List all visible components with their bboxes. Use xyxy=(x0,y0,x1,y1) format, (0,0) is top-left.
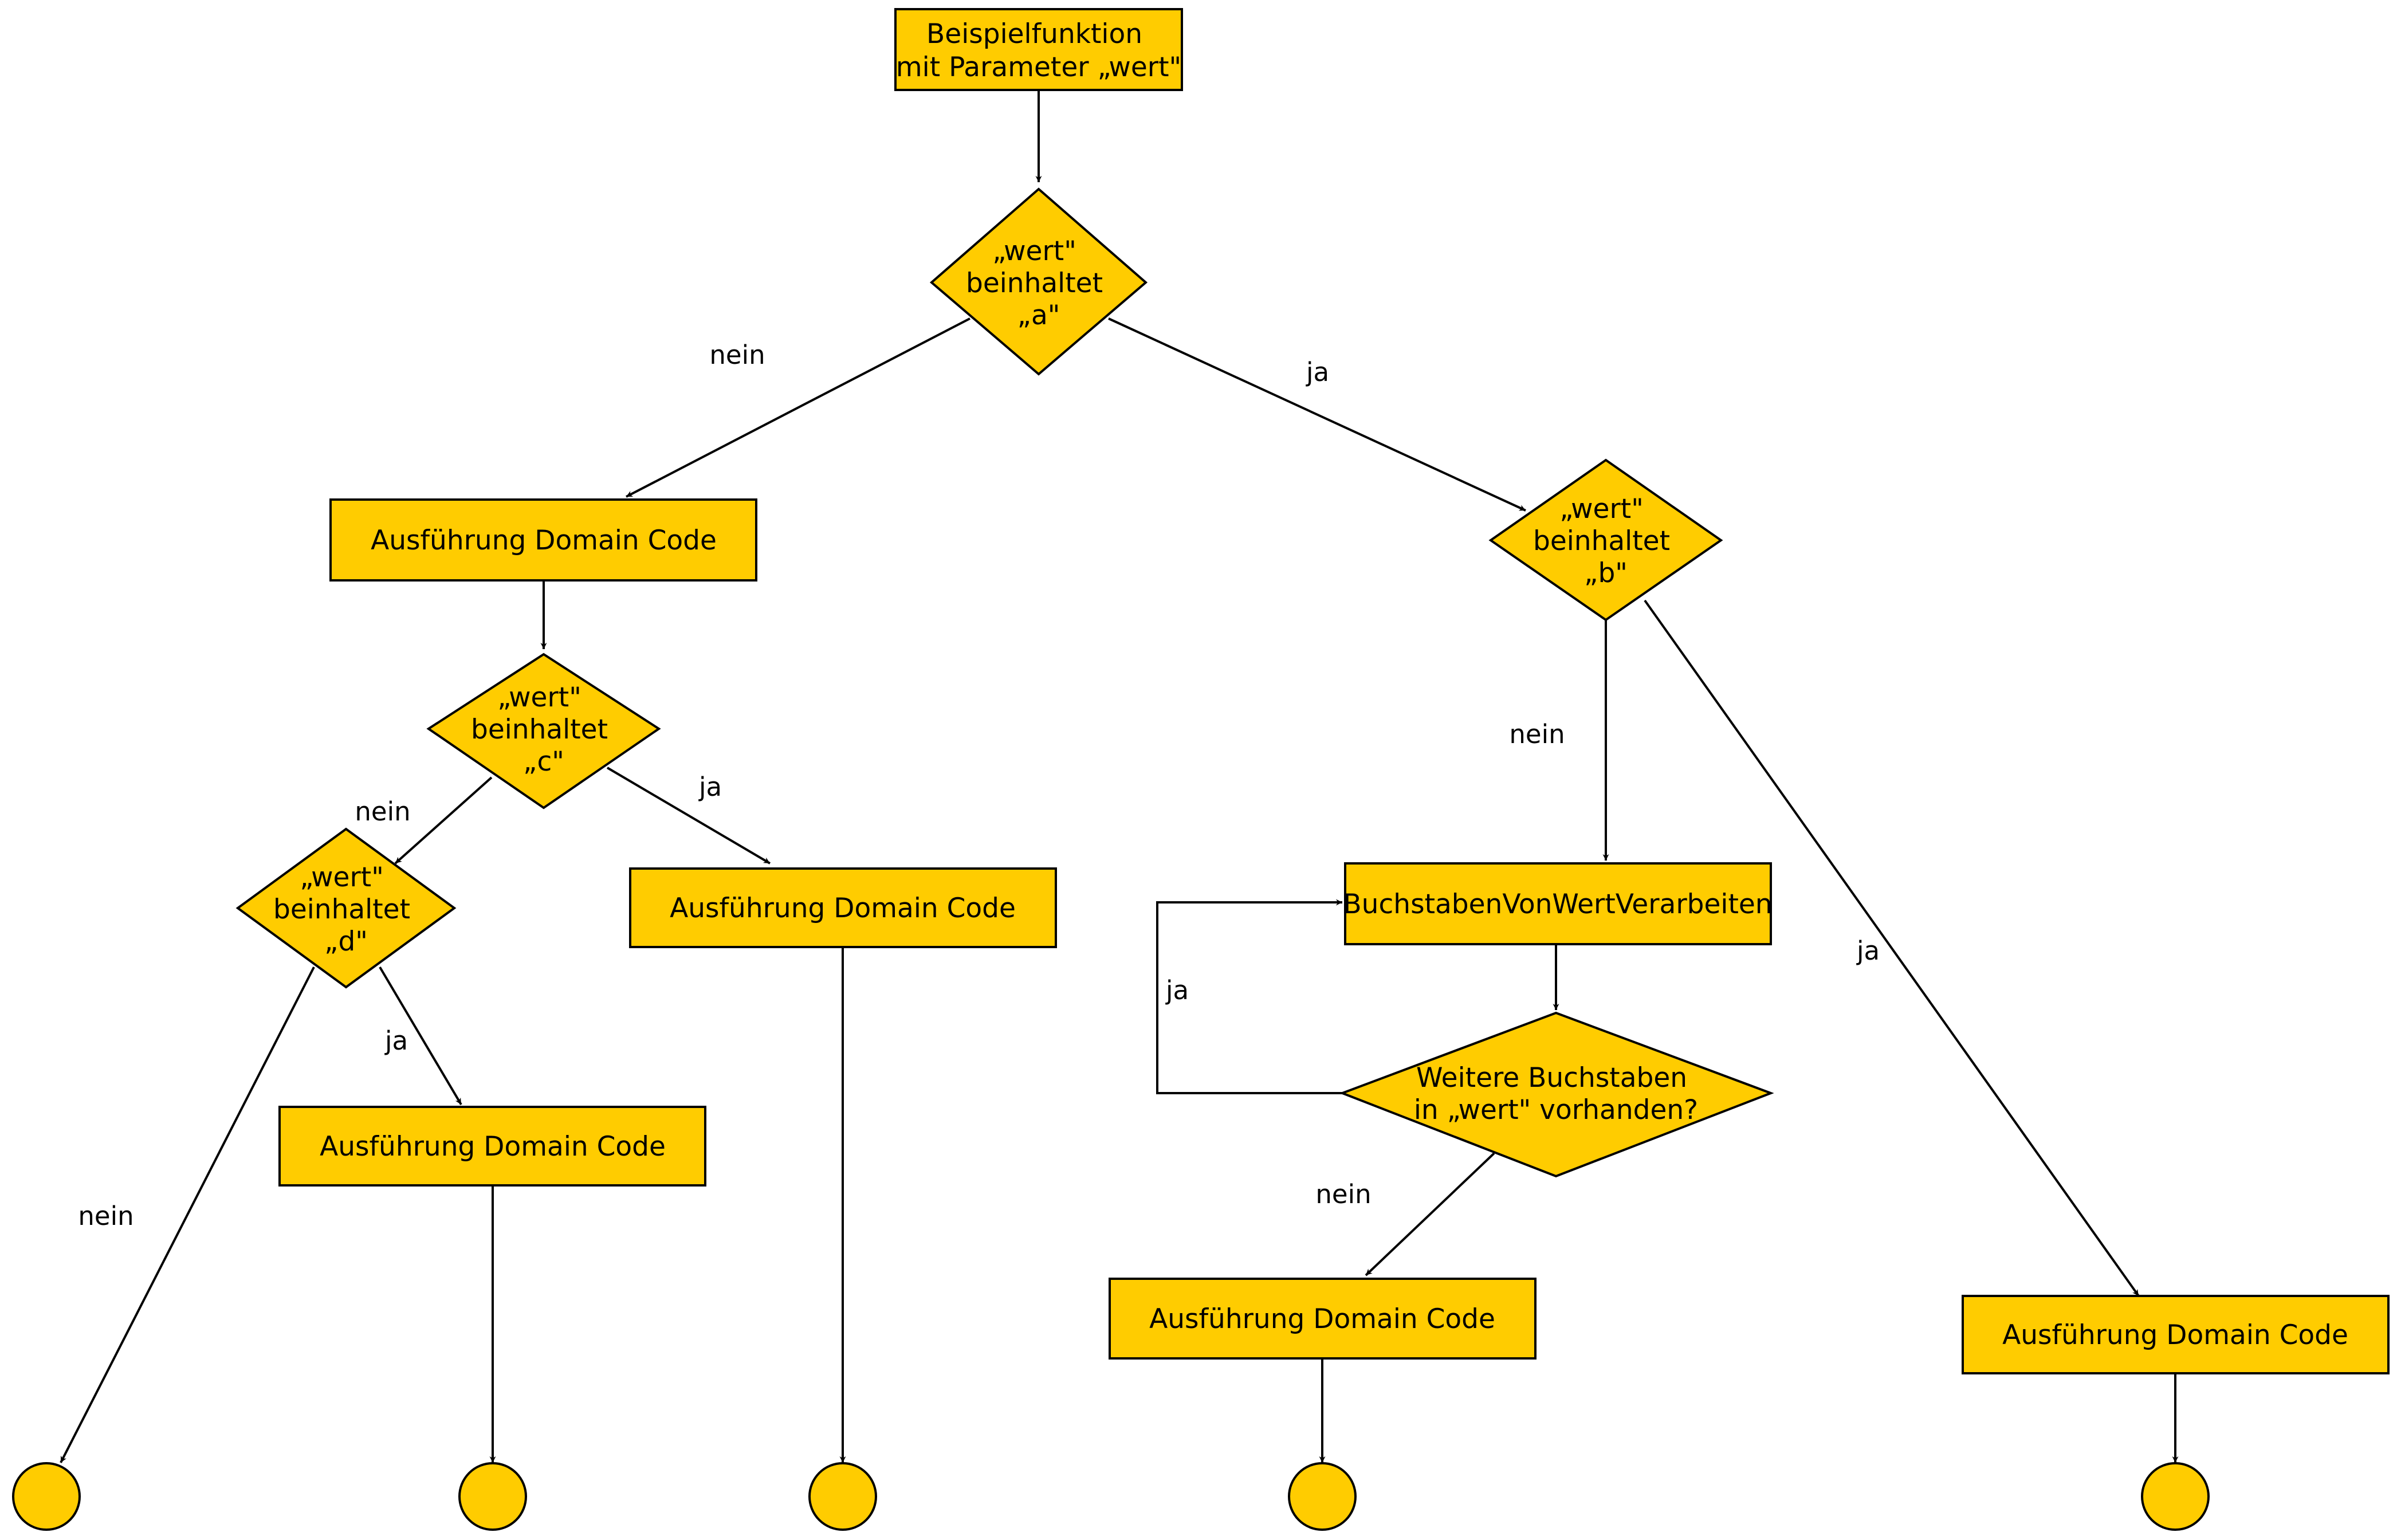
decision-a-line-3: „a" xyxy=(1017,300,1060,331)
decision-d-line-3: „d" xyxy=(324,926,368,957)
end-circle-3 xyxy=(808,1462,877,1531)
decision-c-line-1: „wert" xyxy=(497,682,581,713)
end-circle-4 xyxy=(1288,1462,1357,1531)
decision-more-line-1: Weitere Buchstaben xyxy=(1416,1062,1687,1094)
edge-label-d-nein: nein xyxy=(78,1201,133,1231)
end-circle-1 xyxy=(12,1462,81,1531)
edge-label-b-nein: nein xyxy=(1509,719,1565,749)
domain-code-1-label: Ausführung Domain Code xyxy=(371,525,717,556)
domain-code-4-label: Ausführung Domain Code xyxy=(320,1131,666,1162)
domain-code-box-1: Ausführung Domain Code xyxy=(329,498,757,582)
edge-d-nein xyxy=(60,967,315,1463)
domain-code-box-5: Ausführung Domain Code xyxy=(1109,1278,1537,1360)
decision-more-line-2: in „wert" vorhanden? xyxy=(1414,1094,1698,1126)
edge-labels: nein ja nein ja nein ja nein ja ja nein xyxy=(78,340,1880,1231)
start-box: Beispielfunktion mit Parameter „wert" xyxy=(894,8,1183,91)
edges xyxy=(60,91,2179,1463)
decision-b-line-3: „b" xyxy=(1584,557,1628,589)
edge-c-ja xyxy=(606,767,771,865)
edge-c-nein xyxy=(394,776,493,865)
decision-contains-d: „wert" beinhaltet „d" xyxy=(235,827,457,989)
process-buchstaben-label: BuchstabenVonWertVerarbeiten xyxy=(1343,889,1772,920)
decision-contains-a: „wert" beinhaltet „a" xyxy=(929,187,1148,376)
decision-b-line-1: „wert" xyxy=(1559,493,1644,525)
svg-text:Beispielfunktion mit Par: Beispielfunktion mit Parameter „wert" xyxy=(896,18,1181,83)
process-buchstaben-box: BuchstabenVonWertVerarbeiten xyxy=(1343,862,1773,945)
decision-contains-c: „wert" beinhaltet „c" xyxy=(426,653,661,810)
edge-label-c-ja: ja xyxy=(698,772,722,802)
edge-label-b-ja: ja xyxy=(1856,936,1880,966)
svg-text:„wert" beinhaltet: „wert" beinhaltet „b" xyxy=(1533,493,1679,589)
edge-label-a-ja: ja xyxy=(1306,357,1329,387)
decision-more-letters: Weitere Buchstaben in „wert" vorhanden? xyxy=(1339,1011,1774,1178)
end-circle-5 xyxy=(2141,1462,2210,1531)
edge-a-nein xyxy=(626,317,970,498)
decision-a-line-2: beinhaltet xyxy=(966,268,1103,299)
decision-b-line-2: beinhaltet xyxy=(1533,525,1670,557)
end-circle-2 xyxy=(458,1462,527,1531)
edge-more-nein xyxy=(1365,1152,1495,1276)
edge-more-ja-loop xyxy=(1156,899,1342,1094)
edge-d-ja xyxy=(379,966,462,1106)
decision-contains-b: „wert" beinhaltet „b" xyxy=(1488,458,1723,622)
svg-text:„wert" beinhaltet: „wert" beinhaltet „c" xyxy=(471,682,616,777)
domain-code-box-3: Ausführung Domain Code xyxy=(1962,1295,2390,1374)
domain-code-2-label: Ausführung Domain Code xyxy=(670,893,1016,924)
end-nodes xyxy=(12,1462,2210,1531)
decision-a-line-1: „wert" xyxy=(992,235,1076,267)
domain-code-box-2: Ausführung Domain Code xyxy=(629,867,1057,948)
domain-code-box-4: Ausführung Domain Code xyxy=(278,1106,706,1187)
edge-a-ja xyxy=(1108,317,1526,512)
edge-label-d-ja: ja xyxy=(384,1026,408,1056)
domain-code-3-label: Ausführung Domain Code xyxy=(2002,1319,2348,1351)
domain-code-5-label: Ausführung Domain Code xyxy=(1149,1303,1495,1335)
decision-d-line-2: beinhaltet xyxy=(273,894,410,925)
start-label-line-1: Beispielfunktion xyxy=(926,18,1142,50)
svg-text:Weitere Buchstaben in „w: Weitere Buchstaben in „wert" vorhanden? xyxy=(1414,1062,1698,1126)
decision-d-line-1: „wert" xyxy=(300,862,384,893)
svg-text:„wert" beinhaltet: „wert" beinhaltet „a" xyxy=(966,235,1111,331)
svg-text:„wert" beinhaltet: „wert" beinhaltet „d" xyxy=(273,862,419,957)
edge-label-c-nein: nein xyxy=(355,796,410,827)
start-label-line-2: mit Parameter „wert" xyxy=(896,52,1181,83)
edge-label-a-nein: nein xyxy=(709,340,765,370)
decision-c-line-2: beinhaltet xyxy=(471,714,608,745)
edge-label-more-nein: nein xyxy=(1315,1179,1371,1209)
edge-label-more-ja: ja xyxy=(1165,975,1189,1005)
decision-c-line-3: „c" xyxy=(523,746,564,777)
edge-b-ja xyxy=(1644,599,2140,1297)
